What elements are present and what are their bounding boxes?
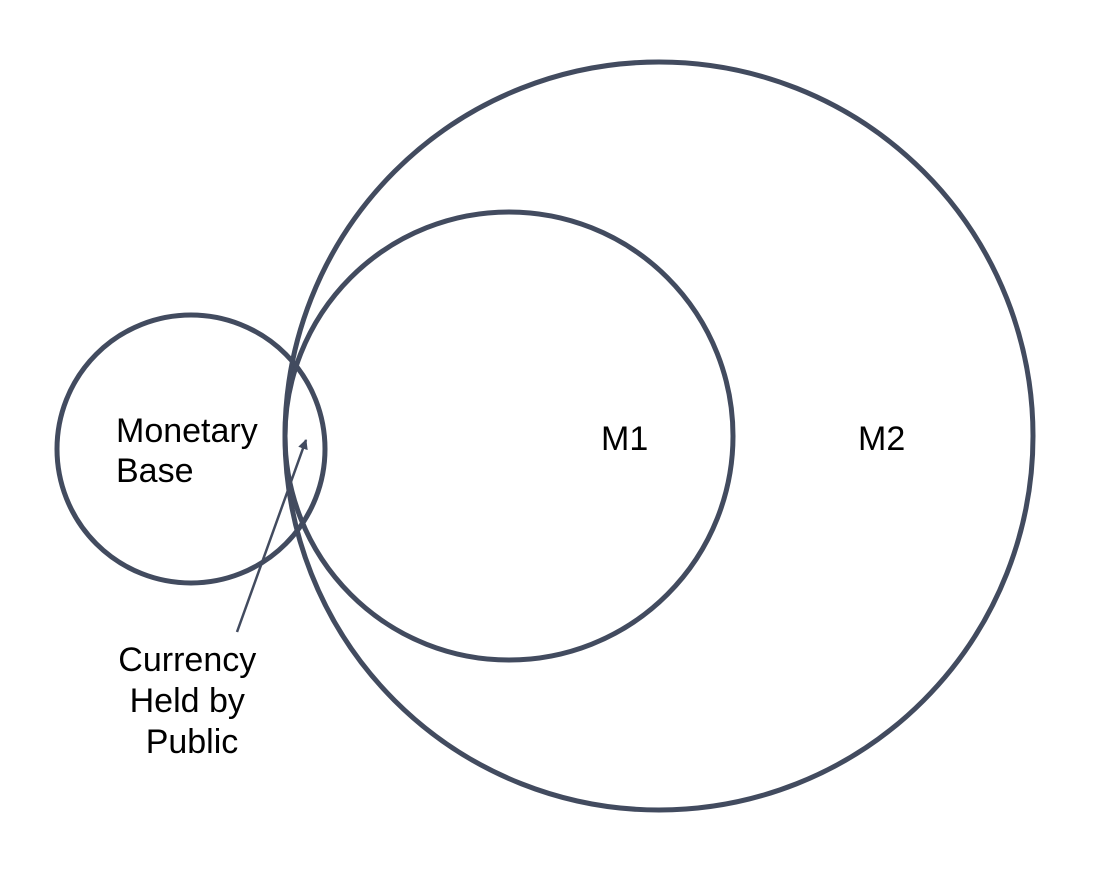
m2-label: M2	[858, 420, 905, 458]
callout-label-line-3: Public	[146, 723, 239, 761]
m1-label: M1	[601, 420, 648, 458]
callout-label-line-2: Held by	[130, 682, 245, 720]
m1-circle	[282, 209, 736, 663]
monetary-base-circle	[54, 312, 328, 586]
m2-circle	[282, 59, 1036, 813]
monetary-base-label-line-1: Monetary	[116, 412, 258, 450]
monetary-base-label: Monetary Base	[116, 412, 267, 490]
monetary-base-label-line-2: Base	[116, 452, 194, 490]
callout-label-line-1: Currency	[118, 641, 256, 679]
currency-held-by-public-label: Currency Held by Public	[118, 641, 265, 761]
callout-arrow	[235, 439, 308, 633]
